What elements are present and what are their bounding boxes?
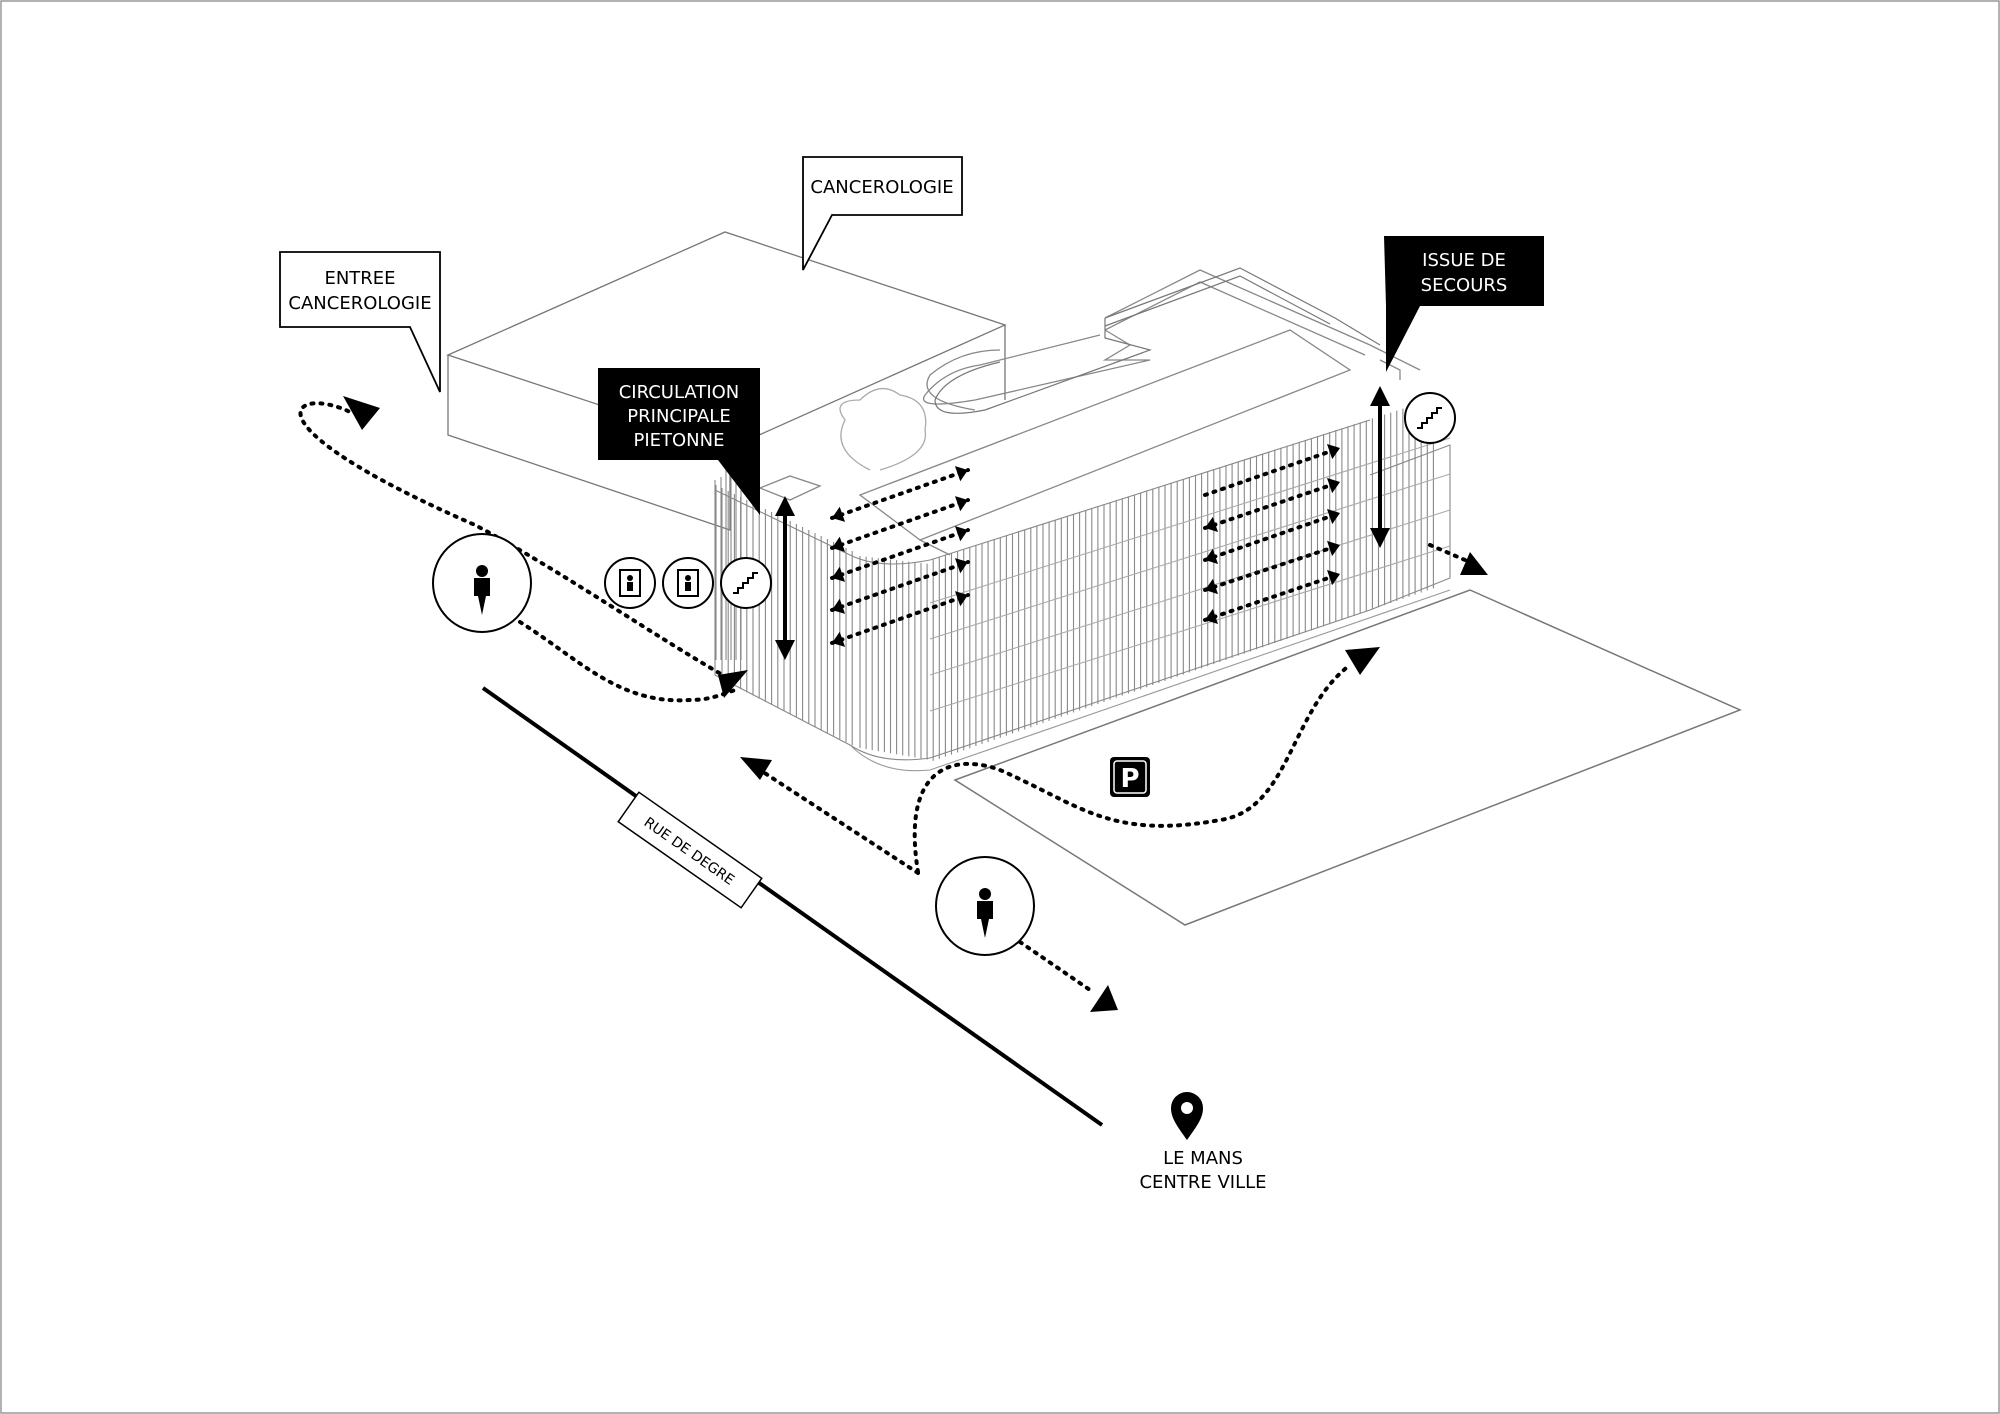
- level-flow-arrowhead: [1205, 548, 1219, 564]
- level-flow-arrowhead: [832, 631, 846, 647]
- facade-outline: [714, 444, 1451, 761]
- pedestrian-icon: [935, 856, 1035, 956]
- pedestrian-icon: [432, 533, 532, 633]
- level-flow-line: [830, 528, 970, 580]
- pedestrian-path-to-centre: [1018, 940, 1092, 992]
- level-flow-line: [1203, 543, 1342, 592]
- parking-icon: P: [1110, 757, 1150, 797]
- level-flow-arrowhead: [1327, 477, 1340, 494]
- callout-entree-line-1: ENTREE: [324, 268, 395, 289]
- arrowhead-building-entry: [718, 670, 748, 698]
- destination-line-1: LE MANS: [1163, 1148, 1243, 1169]
- vertical-circulation-secondary: [1370, 386, 1390, 548]
- parking-facade: [714, 398, 1451, 772]
- pedestrian-path-to-street: [758, 768, 920, 875]
- stairs-icon: [720, 557, 772, 609]
- arrowhead-entrance: [343, 396, 380, 430]
- elevator-icon: [604, 557, 656, 609]
- level-flow-arrowhead: [1205, 516, 1218, 533]
- level-flow-arrowhead: [832, 598, 846, 614]
- level-flow-line: [830, 468, 970, 520]
- parking-lot-outline: [953, 589, 1742, 926]
- level-flow-line: [1203, 446, 1342, 497]
- level-flow-arrowhead: [1205, 608, 1218, 625]
- parking-structure-roof: [758, 269, 1421, 556]
- level-flow-arrowhead: [954, 496, 968, 512]
- facade-base-edge: [849, 589, 1451, 772]
- level-flow-arrowhead: [954, 558, 968, 574]
- level-flows-east: [1203, 444, 1342, 625]
- level-flow-arrowhead: [1327, 540, 1340, 557]
- pedestrian-path-to-parking: [912, 663, 1352, 874]
- level-flow-arrowhead: [832, 536, 846, 552]
- arrowhead-se: [1090, 985, 1118, 1012]
- street-rue-de-degre: [481, 686, 1104, 1127]
- level-flow-line: [1203, 511, 1342, 562]
- callout-secours-line-2: SECOURS: [1421, 275, 1508, 296]
- facade-floor-band: [929, 545, 1451, 712]
- destination-line-2: CENTRE VILLE: [1139, 1172, 1266, 1193]
- level-flow-line: [1203, 572, 1342, 622]
- level-flow-arrowhead: [1205, 578, 1218, 595]
- level-flow-arrowhead: [1326, 444, 1340, 460]
- pedestrian-path-west: [298, 401, 737, 684]
- map-pin-icon: [1171, 1092, 1203, 1140]
- level-flow-line: [830, 593, 970, 645]
- callout-circulation-line-3: PIETONNE: [633, 430, 724, 451]
- callout-entree-cancerologie: ENTREE CANCEROLOGIE: [279, 251, 441, 393]
- level-flow-arrowhead: [832, 566, 846, 582]
- street-label-box: RUE DE DEGRE: [617, 791, 763, 909]
- callout-entree-line-2: CANCEROLOGIE: [288, 293, 431, 314]
- level-flow-line: [1203, 480, 1342, 530]
- emergency-exit-path: [1428, 543, 1467, 562]
- elevator-icon: [662, 557, 714, 609]
- stairs-icon: [1404, 392, 1456, 444]
- vertical-circulation-main: [775, 496, 795, 660]
- level-flow-line: [830, 560, 970, 612]
- level-flow-arrowhead: [832, 506, 846, 522]
- arrowhead-parking: [1345, 647, 1380, 675]
- level-flow-arrowhead: [954, 466, 968, 482]
- level-flow-arrowhead: [954, 526, 968, 542]
- callout-circulation-line-1: CIRCULATION: [619, 382, 740, 403]
- callout-cancerologie-label: CANCEROLOGIE: [810, 177, 953, 198]
- callout-circulation-line-2: PRINCIPALE: [627, 406, 730, 427]
- level-flows-west: [830, 466, 970, 647]
- level-flow-arrowhead: [954, 591, 968, 607]
- callout-cancerologie: CANCEROLOGIE: [802, 156, 963, 271]
- parking-symbol: P: [1120, 764, 1139, 794]
- arrowhead-nw: [740, 757, 772, 780]
- level-flow-line: [830, 498, 970, 550]
- callout-circulation: CIRCULATION PRINCIPALE PIETONNE: [598, 368, 760, 515]
- parking-railings: [934, 267, 1381, 414]
- callout-issue-secours: ISSUE DE SECOURS: [1384, 236, 1544, 372]
- level-flow-arrowhead: [1326, 509, 1340, 525]
- facade-floor-band: [929, 437, 1451, 604]
- arrowhead-emergency: [1460, 552, 1488, 575]
- callout-secours-line-1: ISSUE DE: [1422, 250, 1506, 271]
- facade-floor-band: [929, 473, 1451, 640]
- level-flow-arrowhead: [1327, 569, 1340, 586]
- facade-floor-band: [929, 509, 1451, 676]
- pedestrian-path-south-bend: [518, 620, 737, 703]
